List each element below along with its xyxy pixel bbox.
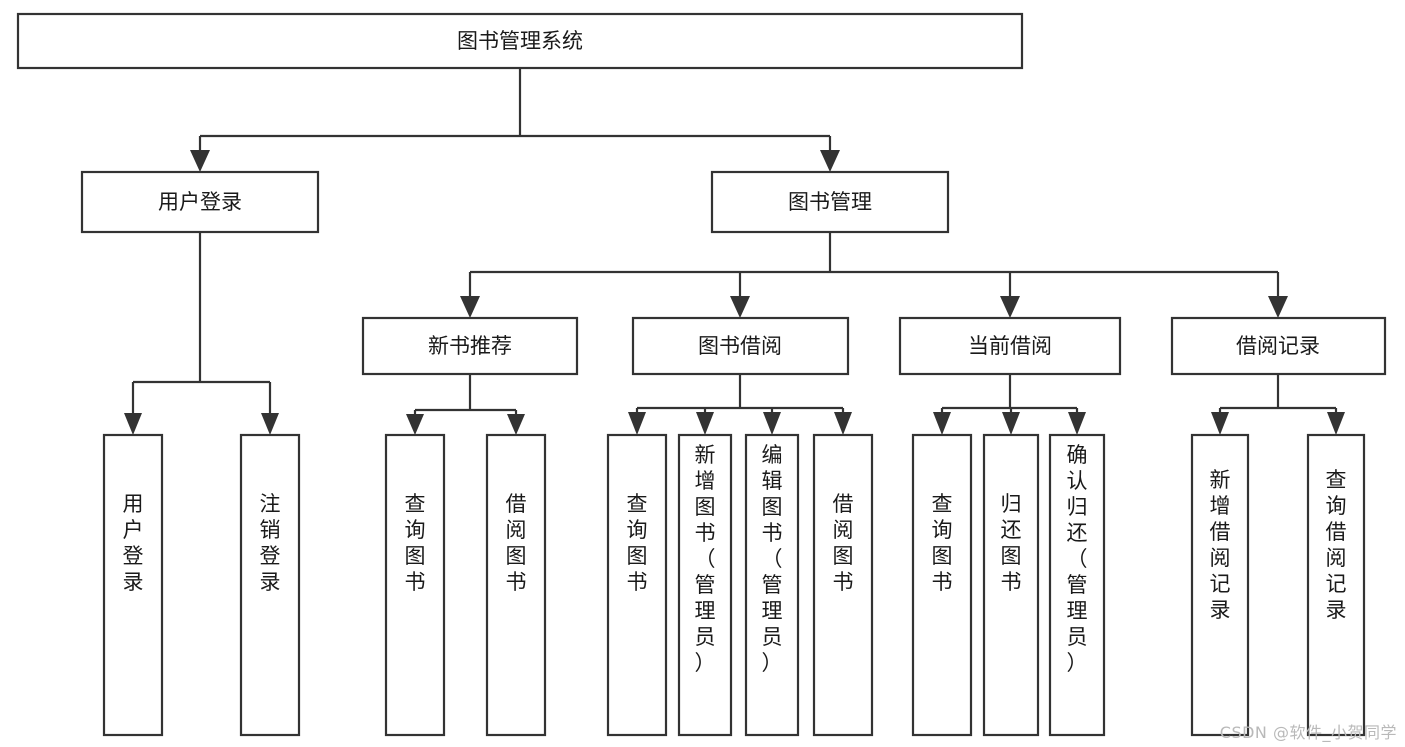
arrow-head-new-book-rec [460,296,480,318]
node-book-borrow-box[interactable] [631,316,850,376]
node-borrow-record[interactable]: 借阅记录 [1170,316,1387,376]
arrow-head-leaf-add-book [696,412,714,435]
node-leaf-add-record-label: 新增借阅记录 [1210,468,1231,622]
arrow-head-leaf-return-book [1002,412,1020,435]
node-leaf-query-book-rec-label: 查询图书 [405,492,426,594]
arrow-head-leaf-logout [261,413,279,435]
arrow-head-leaf-edit-book [763,412,781,435]
node-leaf-query-book-br[interactable]: 查询图书 [606,433,668,737]
node-leaf-query-record[interactable]: 查询借阅记录 [1306,433,1366,737]
node-leaf-return-book-box[interactable] [982,433,1040,737]
csdn-watermark: CSDN @软件_小贺同学 [1219,723,1397,742]
arrow-head-leaf-query-record [1327,412,1345,435]
node-leaf-logout[interactable]: 注销登录 [239,433,301,737]
arrow-head-leaf-query-book-cb [933,412,951,435]
node-leaf-query-book-cb[interactable]: 查询图书 [911,433,973,737]
node-leaf-borrow-book-rec[interactable]: 借阅图书 [485,433,547,737]
connector-group-book-manage [460,232,1288,318]
node-book-manage-box[interactable] [710,170,950,234]
arrow-head-book-manage [820,150,840,172]
node-leaf-logout-box[interactable] [239,433,301,737]
node-leaf-query-book-cb-box[interactable] [911,433,973,737]
connector-group-user-login [124,232,279,435]
node-current-borrow-box[interactable] [898,316,1122,376]
node-leaf-borrow-book-br[interactable]: 借阅图书 [812,433,874,737]
node-leaf-add-book-label: 新增图书（管理员） [695,443,716,675]
connector-group-borrow-record [1211,374,1345,435]
node-leaf-borrow-book-rec-box[interactable] [485,433,547,737]
node-new-book-rec[interactable]: 新书推荐 [361,316,579,376]
node-book-borrow-label: 图书借阅 [698,334,782,358]
node-leaf-confirm-return-box[interactable] [1048,433,1106,737]
node-leaf-add-record-box[interactable] [1190,433,1250,737]
node-leaf-borrow-book-br-box[interactable] [812,433,874,737]
arrow-head-leaf-confirm-return [1068,412,1086,435]
arrow-head-leaf-user-login [124,413,142,435]
arrow-head-leaf-query-book-rec [406,414,424,435]
connector-group-root [190,68,840,172]
node-leaf-query-book-br-box[interactable] [606,433,668,737]
arrow-head-leaf-query-book-br [628,412,646,435]
node-leaf-user-login[interactable]: 用户登录 [102,433,164,737]
node-leaf-query-record-box[interactable] [1306,433,1366,737]
node-borrow-record-box[interactable] [1170,316,1387,376]
node-leaf-edit-book[interactable]: 编辑图书（管理员） [744,433,800,737]
node-user-login-label: 用户登录 [158,190,242,214]
node-current-borrow-label: 当前借阅 [968,334,1052,358]
node-leaf-borrow-book-rec-label: 借阅图书 [506,492,527,594]
connector-group-book-borrow [628,374,852,435]
arrow-head-current-borrow [1000,296,1020,318]
node-leaf-query-book-cb-label: 查询图书 [932,492,953,594]
node-leaf-add-record[interactable]: 新增借阅记录 [1190,433,1250,737]
connector-group-new-book-rec [406,374,525,435]
node-leaf-add-book[interactable]: 新增图书（管理员） [677,433,733,737]
node-user-login[interactable]: 用户登录 [80,170,320,234]
node-leaf-query-book-rec-box[interactable] [384,433,446,737]
connector-group-current-borrow [933,374,1086,435]
node-leaf-confirm-return-label: 确认归还（管理员） [1067,443,1088,675]
node-leaf-user-login-box[interactable] [102,433,164,737]
node-book-manage[interactable]: 图书管理 [710,170,950,234]
node-leaf-query-book-br-label: 查询图书 [627,492,648,594]
node-new-book-rec-box[interactable] [361,316,579,376]
arrow-head-book-borrow [730,296,750,318]
arrow-head-leaf-borrow-book-br [834,412,852,435]
node-leaf-return-book[interactable]: 归还图书 [982,433,1040,737]
node-root-box[interactable] [16,12,1024,70]
node-leaf-user-login-label: 用户登录 [123,492,144,594]
node-leaf-edit-book-box[interactable] [744,433,800,737]
node-leaf-logout-label: 注销登录 [260,492,281,594]
node-leaf-return-book-label: 归还图书 [1001,492,1022,594]
arrow-head-user-login [190,150,210,172]
node-leaf-add-book-box[interactable] [677,433,733,737]
arrow-head-leaf-add-record [1211,412,1229,435]
node-new-book-rec-label: 新书推荐 [428,334,512,358]
node-leaf-confirm-return[interactable]: 确认归还（管理员） [1048,433,1106,737]
node-leaf-borrow-book-br-label: 借阅图书 [833,492,854,594]
node-root-label: 图书管理系统 [457,29,583,53]
node-current-borrow[interactable]: 当前借阅 [898,316,1122,376]
node-borrow-record-label: 借阅记录 [1236,334,1320,358]
node-leaf-query-book-rec[interactable]: 查询图书 [384,433,446,737]
node-user-login-box[interactable] [80,170,320,234]
node-book-manage-label: 图书管理 [788,190,872,214]
arrow-head-leaf-borrow-book-rec [507,414,525,435]
node-leaf-query-record-label: 查询借阅记录 [1326,468,1347,622]
node-leaf-edit-book-label: 编辑图书（管理员） [762,443,783,675]
node-root[interactable]: 图书管理系统 [16,12,1024,70]
node-book-borrow[interactable]: 图书借阅 [631,316,850,376]
arrow-head-borrow-record [1268,296,1288,318]
